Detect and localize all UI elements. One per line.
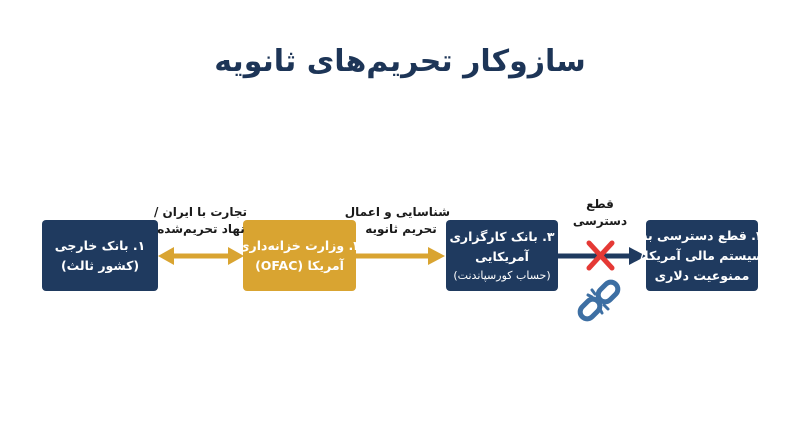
label-line: دسترسی (572, 214, 628, 228)
box-line: (کشور ثالث) (60, 257, 140, 273)
page-title: سازوکار تحریم‌های ثانویه (214, 44, 586, 79)
cutoff-box: ۴. قطع دسترسی به سیستم مالی آمریکا/ ممنو… (640, 220, 764, 291)
label-line: تحریم ثانویه (365, 222, 437, 236)
identify-label: شناسایی و اعمال تحریم ثانویه (344, 204, 450, 238)
box-line: ممنوعیت دلاری (654, 267, 750, 283)
red-x-icon (586, 240, 615, 271)
box-line: آمریکایی (475, 248, 529, 264)
box-line: آمریکا (OFAC) (255, 257, 344, 273)
correspondent-bank-box: ۳. بانک کارگزاری آمریکایی (حساب کورسپاند… (446, 220, 558, 291)
box-line: ۴. قطع دسترسی به (640, 227, 764, 243)
box-line: ۳. بانک کارگزاری (449, 228, 555, 244)
trade-arrow (158, 247, 244, 265)
broken-chain-link-icon (577, 279, 621, 322)
identify-arrow (356, 247, 445, 265)
foreign-bank-box: ۱. بانک خارجی (کشور ثالث) (42, 220, 158, 291)
cutoff-arrow (558, 247, 646, 265)
box-line: سیستم مالی آمریکا/ (639, 247, 765, 263)
label-line: تجارت با ایران / (154, 205, 247, 219)
box-line: ۱. بانک خارجی (54, 237, 146, 253)
trade-label: تجارت با ایران / نهاد تحریم‌شده (154, 204, 247, 238)
label-line: قطع (586, 197, 614, 211)
box-line: ۲. وزارت خزانه‌داری (238, 237, 361, 253)
label-line: نهاد تحریم‌شده (157, 222, 245, 236)
label-line: شناسایی و اعمال (344, 205, 450, 219)
treasury-box: ۲. وزارت خزانه‌داری آمریکا (OFAC) (238, 220, 361, 291)
cut-label: قطع دسترسی (570, 196, 630, 230)
box-line: (حساب کورسپاندنت) (453, 268, 551, 282)
